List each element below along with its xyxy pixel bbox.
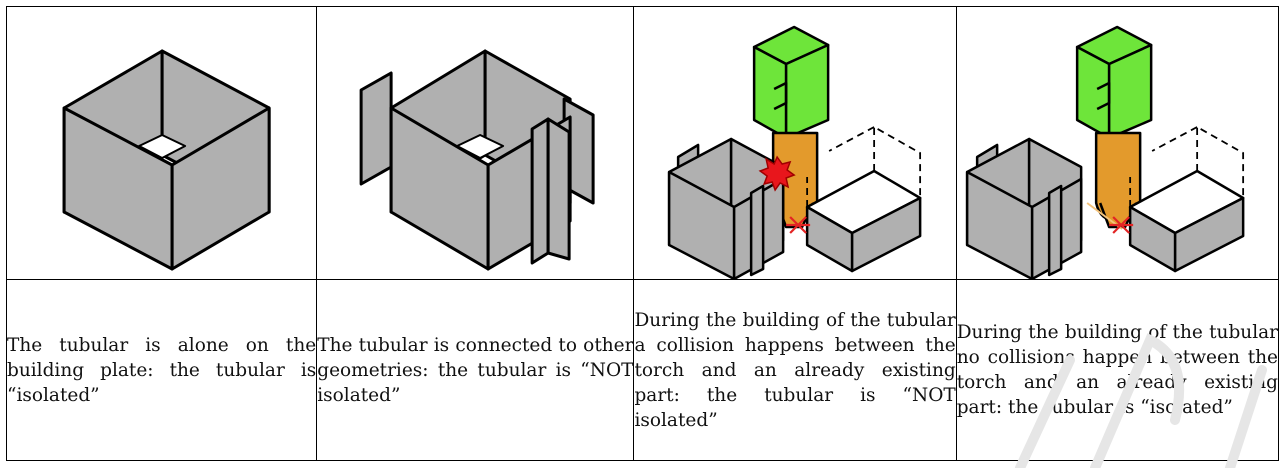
connected-tubular-drawing — [359, 49, 595, 271]
existing-front-left — [965, 170, 1034, 279]
illustration-row — [5, 6, 1280, 280]
illustration-collision — [633, 6, 957, 280]
weld-point-marker — [786, 216, 811, 234]
front-right-wall — [170, 106, 271, 271]
new-front-right — [851, 196, 922, 273]
caption-no-collision: During the building of the tubular no co… — [955, 279, 1280, 461]
torch-head-notch — [774, 81, 788, 111]
torch-head-front — [1075, 45, 1111, 140]
planned-outline — [806, 125, 922, 207]
existing-fin-front — [1047, 184, 1063, 277]
torch-head-front — [753, 45, 788, 140]
torch-head-side — [1107, 43, 1153, 140]
right-fin-edge — [546, 117, 571, 261]
planned-outline — [1128, 125, 1244, 207]
torch-head-notch — [1096, 81, 1111, 111]
existing-front-left — [668, 170, 736, 279]
right-fin-front — [530, 117, 550, 265]
weld-point-marker — [1108, 216, 1133, 234]
torch-head-side — [785, 43, 830, 140]
illustration-no-collision — [955, 6, 1280, 280]
no-collision-drawing — [965, 25, 1245, 279]
existing-fin-front — [750, 184, 765, 277]
left-fin — [359, 71, 393, 186]
caption-isolated: The tubular is alone on the building pla… — [5, 279, 318, 461]
caption-connected: The tubular is connected to other geomet… — [316, 279, 635, 461]
isolated-tubular-drawing — [62, 49, 271, 271]
collision-drawing — [668, 25, 922, 279]
figure-table: The tubular is alone on the building pla… — [5, 6, 1280, 461]
illustration-connected-tubular — [316, 6, 635, 280]
collision-burst — [759, 155, 797, 192]
floor-gap — [456, 134, 505, 159]
caption-row: The tubular is alone on the building pla… — [5, 279, 1280, 461]
new-front-right — [1173, 196, 1245, 273]
caption-collision: During the building of the tubular a col… — [633, 279, 957, 461]
illustration-isolated-tubular — [5, 6, 318, 280]
